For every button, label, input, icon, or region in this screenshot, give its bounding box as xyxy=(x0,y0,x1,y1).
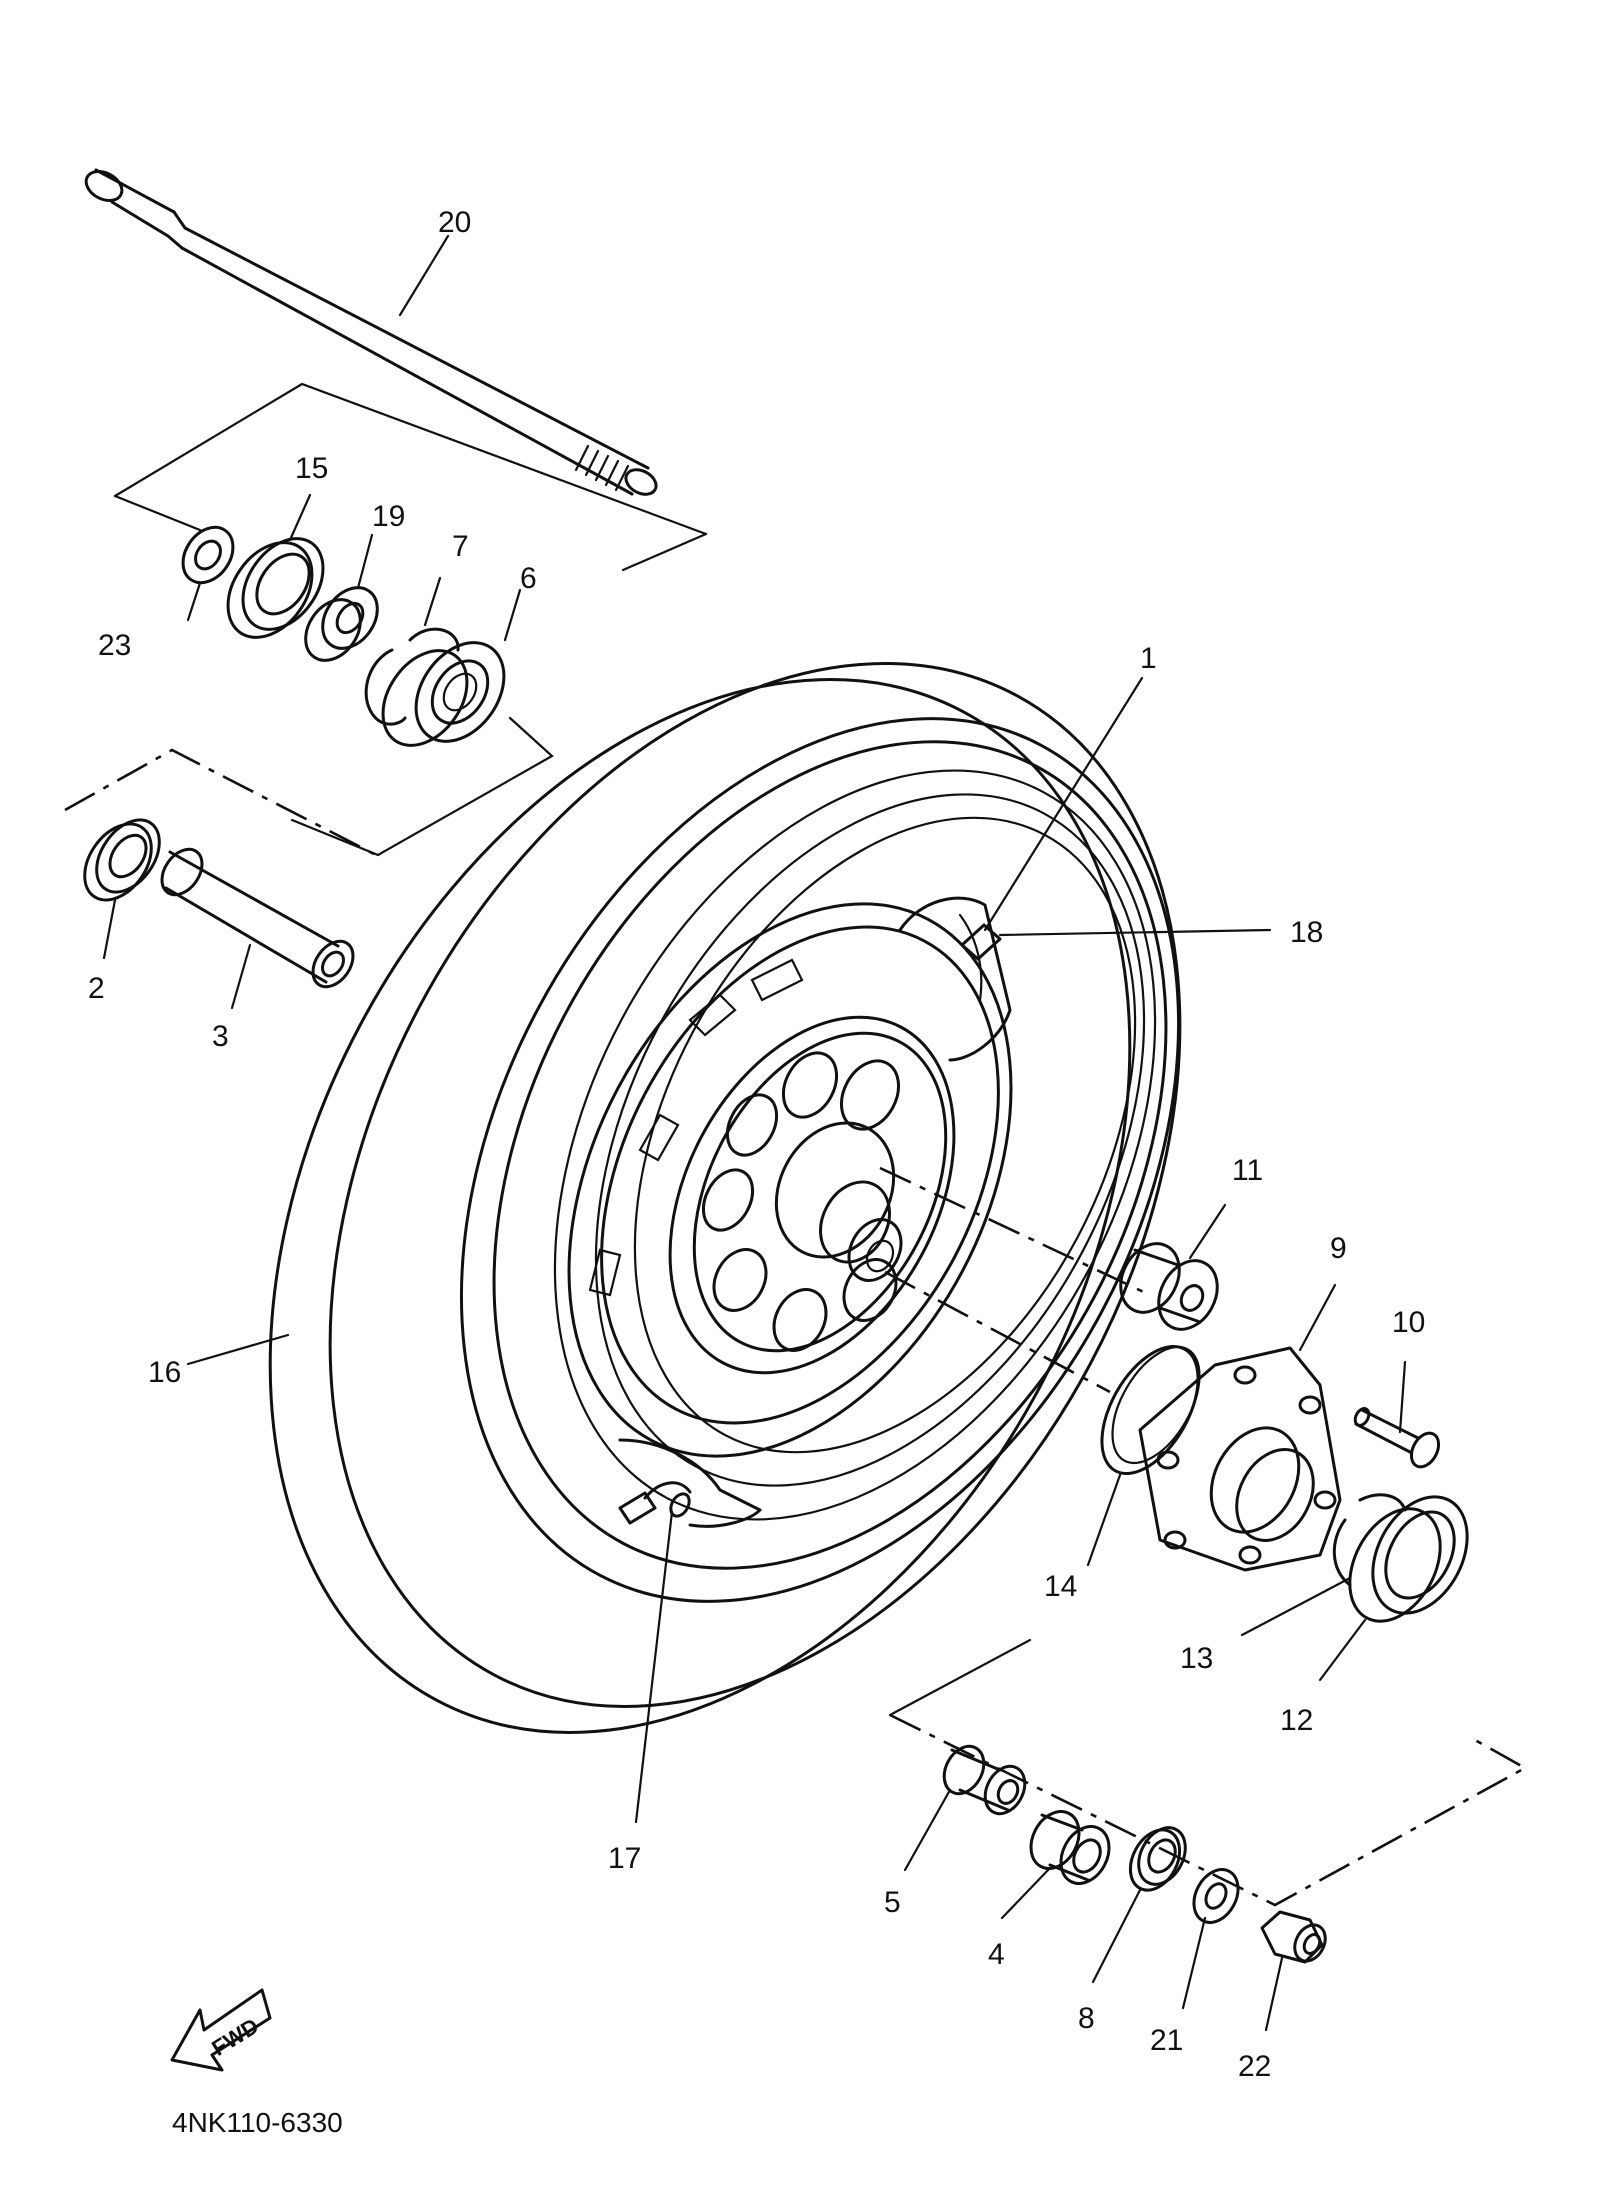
callout-1[interactable]: 1 xyxy=(1140,642,1157,675)
part-22-nut[interactable] xyxy=(1260,1910,1331,1966)
kit-outline-middle xyxy=(64,748,377,857)
callout-4[interactable]: 4 xyxy=(988,1938,1005,1971)
fwd-arrow-icon: FWD xyxy=(170,1988,272,2072)
callout-13[interactable]: 13 xyxy=(1180,1642,1213,1675)
callout-17[interactable]: 17 xyxy=(608,1842,641,1875)
callout-22[interactable]: 22 xyxy=(1238,2050,1271,2083)
part-11-collar[interactable] xyxy=(1109,1234,1228,1340)
part-14-o-ring[interactable] xyxy=(1082,1330,1218,1489)
part-18-balance-weight[interactable] xyxy=(960,923,1002,961)
callout-21[interactable]: 21 xyxy=(1150,2024,1183,2057)
callout-5[interactable]: 5 xyxy=(884,1886,901,1919)
kit-outline-upper xyxy=(113,382,708,857)
callout-labels: 20 15 19 7 6 23 1 18 2 3 11 9 10 16 14 1… xyxy=(88,206,1425,2083)
callout-20[interactable]: 20 xyxy=(438,206,471,239)
callout-3[interactable]: 3 xyxy=(212,1020,229,1053)
kit-outline-lower xyxy=(888,1638,1528,1907)
part-15-oil-seal[interactable] xyxy=(211,524,340,654)
part-7-circlip[interactable] xyxy=(364,627,460,726)
part-17-air-valve[interactable] xyxy=(618,1481,693,1525)
part-23-washer[interactable] xyxy=(173,518,243,592)
part-2-oil-seal[interactable] xyxy=(71,808,172,912)
part-19-collar[interactable] xyxy=(294,577,388,671)
callout-15[interactable]: 15 xyxy=(295,452,328,485)
part-5-spacer[interactable] xyxy=(936,1739,1032,1820)
part-20-axle[interactable] xyxy=(81,166,660,500)
callout-9[interactable]: 9 xyxy=(1330,1232,1347,1265)
callout-18[interactable]: 18 xyxy=(1290,916,1323,949)
part-10-bolt[interactable] xyxy=(1352,1406,1444,1471)
part-3-spacer[interactable] xyxy=(154,842,362,994)
part-6-bearing[interactable] xyxy=(366,626,522,761)
callout-7[interactable]: 7 xyxy=(452,530,469,563)
part-8-washer[interactable] xyxy=(1121,1820,1195,1899)
callout-10[interactable]: 10 xyxy=(1392,1306,1425,1339)
part-21-washer[interactable] xyxy=(1185,1862,1247,1930)
callout-2[interactable]: 2 xyxy=(88,972,105,1005)
part-12-oil-seal[interactable] xyxy=(1332,1481,1487,1637)
leader-lines xyxy=(102,234,1407,2032)
part-16-tire-wheel[interactable] xyxy=(97,517,1351,1882)
callout-23[interactable]: 23 xyxy=(98,629,131,662)
callout-14[interactable]: 14 xyxy=(1044,1570,1077,1603)
part-9-clutch-hub[interactable] xyxy=(1138,1346,1342,1572)
assembly-axis-lines xyxy=(879,1166,1151,1394)
part-4-bearing[interactable] xyxy=(1021,1803,1118,1892)
callout-19[interactable]: 19 xyxy=(372,500,405,533)
callout-16[interactable]: 16 xyxy=(148,1356,181,1389)
callout-8[interactable]: 8 xyxy=(1078,2002,1095,2035)
callout-6[interactable]: 6 xyxy=(520,562,537,595)
callout-11[interactable]: 11 xyxy=(1232,1154,1263,1187)
callout-12[interactable]: 12 xyxy=(1280,1704,1313,1737)
diagram-code: 4NK110-6330 xyxy=(172,2107,343,2138)
